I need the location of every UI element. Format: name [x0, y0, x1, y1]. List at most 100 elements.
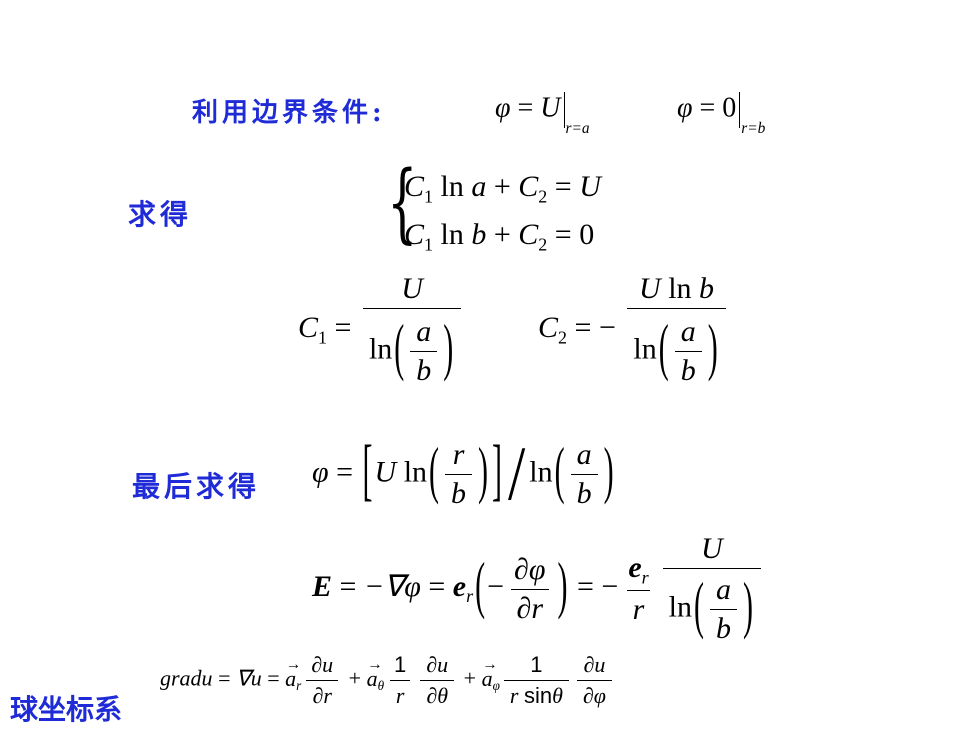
eq2-ln: ln — [440, 218, 464, 251]
eq2-c1-sub: 1 — [424, 234, 434, 255]
phi-a: a — [576, 438, 592, 471]
eq1-c2-sub: 2 — [538, 186, 548, 207]
c2-ln: ln — [633, 332, 657, 366]
grad-plus-1: + — [348, 665, 362, 691]
c2-num: U ln b — [633, 272, 720, 308]
field-minus: − — [487, 569, 505, 603]
unit-vector-r: a — [285, 656, 301, 692]
field-eq: = — [339, 569, 357, 603]
c2-num-u: U — [639, 272, 661, 305]
phi-ln: ln — [403, 455, 428, 489]
grad-one: 1 — [394, 652, 407, 677]
grad-label: gradu — [160, 665, 213, 691]
grad-du-2: ∂u — [426, 652, 449, 677]
c2-sub: 2 — [558, 327, 568, 348]
c1-name: C — [298, 311, 319, 345]
system-brace: { — [387, 153, 418, 253]
eq1-c1: C — [404, 170, 425, 203]
grad-sub-theta: θ — [377, 678, 385, 694]
field-eq3: = — [576, 569, 594, 603]
field-grad-phi: −∇φ — [363, 569, 421, 603]
bc1-formula: φ = Ur=a — [495, 92, 590, 138]
c1-b: b — [410, 351, 438, 388]
field-u: U — [700, 532, 723, 565]
phi-eq: = — [336, 455, 354, 489]
grad-plus-2: + — [463, 665, 477, 691]
field-eq2: = — [428, 569, 446, 603]
field-a: a — [716, 573, 731, 606]
field-b: b — [710, 609, 737, 646]
system-eq1: C1 ln a + C2 = U — [404, 170, 601, 207]
c1-sub: 1 — [318, 327, 328, 348]
system-eq2: C1 ln b + C2 = 0 — [404, 218, 594, 255]
grad-dr: ∂r — [306, 680, 338, 709]
bc2-rhs: 0 — [722, 92, 737, 124]
field-dr: ∂r — [510, 588, 549, 626]
eq1-ln: ln — [440, 170, 464, 203]
bc2-eq: = — [699, 92, 716, 124]
eq1-plus: + — [493, 170, 511, 203]
eq2-c2: C — [518, 218, 539, 251]
grad-nabla-u: ∇u — [235, 665, 262, 691]
unit-vector-theta: a — [367, 656, 383, 692]
bc2-at: r=b — [741, 120, 766, 138]
finally-label: 最后求得 — [132, 470, 261, 503]
bc1-bar — [563, 92, 565, 128]
unit-vector-phi: a — [482, 656, 498, 692]
grad-eq2: = — [267, 665, 280, 691]
field-E: E — [312, 569, 333, 603]
field-er-sub: r — [466, 586, 474, 607]
bc1-at: r=a — [565, 120, 590, 138]
eq1-c1-sub: 1 — [424, 186, 434, 207]
grad-sin: sin — [523, 683, 553, 708]
c2-num-b: b — [699, 272, 715, 305]
grad-du-1: ∂u — [311, 652, 334, 677]
c2-a: a — [680, 315, 696, 348]
bc1-lhs: φ — [495, 92, 511, 124]
grad-dphi: ∂φ — [576, 680, 612, 709]
field-minus2: − — [601, 569, 619, 603]
field-er: e — [452, 569, 467, 603]
bc2-formula: φ = 0r=b — [677, 92, 765, 138]
c1-num: U — [401, 272, 423, 305]
bc1-eq: = — [517, 92, 534, 124]
field-dphi: ∂φ — [514, 552, 546, 586]
c2-name: C — [538, 311, 559, 345]
field-r: r — [626, 590, 651, 627]
boundary-label: 利用边界条件: — [192, 98, 386, 128]
grad-du-3: ∂u — [583, 652, 606, 677]
eq1-rhs: U — [579, 170, 601, 203]
grad-rsin-r: r — [509, 683, 519, 708]
grad-dtheta: ∂θ — [420, 680, 455, 709]
grad-sub-r: r — [296, 678, 302, 694]
grad-eq: = — [218, 665, 231, 691]
eq1-c2: C — [518, 170, 539, 203]
grad-r: r — [389, 680, 411, 709]
phi-b: b — [445, 474, 473, 511]
bc1-rhs: U — [540, 92, 561, 124]
eq2-eq: = — [554, 218, 572, 251]
division-slash: / — [508, 431, 526, 517]
c2-num-ln: ln — [668, 272, 692, 305]
spherical-label: 球坐标系 — [10, 693, 123, 726]
field-er2: e — [628, 550, 642, 584]
bc2-lhs: φ — [677, 92, 693, 124]
eq1-var: a — [471, 170, 487, 203]
eq2-rhs: 0 — [579, 218, 595, 251]
c2-eq: = — [574, 311, 592, 345]
eq2-plus: + — [493, 218, 511, 251]
c1-eq: = — [334, 311, 352, 345]
phi-r: r — [452, 438, 465, 471]
field-ln: ln — [668, 590, 692, 624]
c2-b: b — [674, 351, 702, 388]
eq2-var: b — [471, 218, 487, 251]
eq1-eq: = — [554, 170, 572, 203]
c1-ln: ln — [368, 332, 393, 366]
